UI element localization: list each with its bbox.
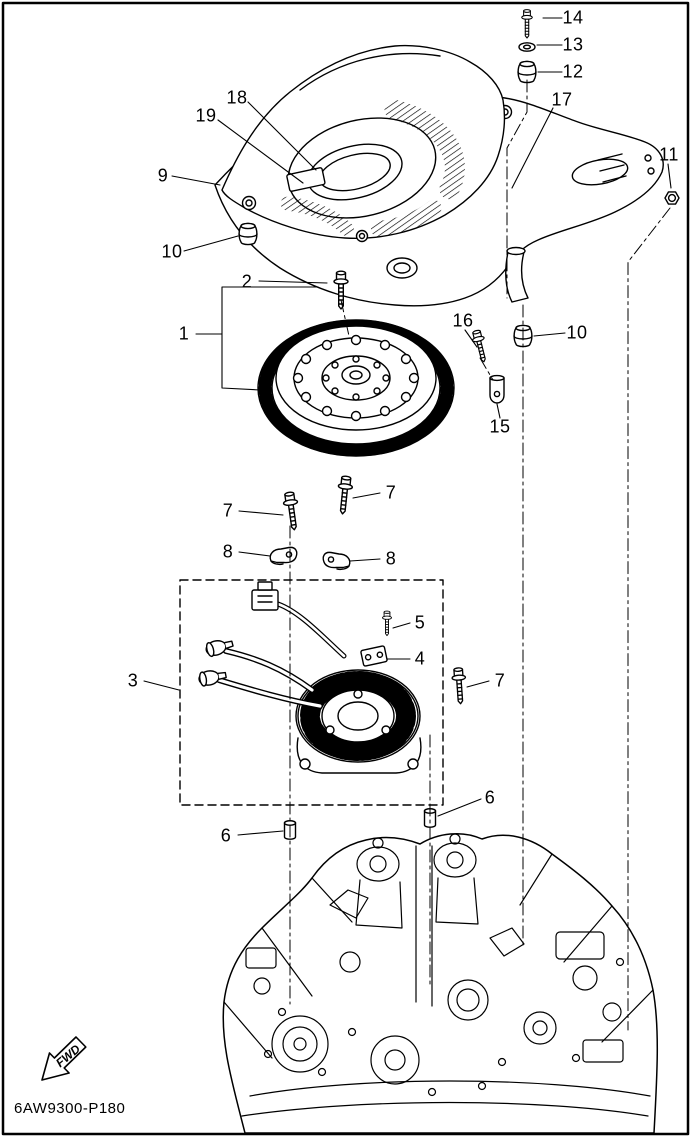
engine-block bbox=[222, 833, 659, 1134]
callout-16: 16 bbox=[452, 310, 474, 331]
louver-vents-left bbox=[280, 196, 354, 237]
clamp-8-right bbox=[322, 551, 351, 571]
callout-17: 17 bbox=[551, 89, 573, 110]
stator-group-box bbox=[179, 579, 444, 806]
louver-vents-bottom bbox=[371, 199, 442, 238]
bolt-5 bbox=[381, 610, 393, 637]
bolt-14 bbox=[521, 9, 533, 39]
leader-lines bbox=[143, 17, 672, 836]
callout-11: 11 bbox=[659, 144, 679, 165]
louver-vents-top bbox=[384, 99, 465, 200]
callout-10-left: 10 bbox=[161, 241, 183, 262]
nut-11 bbox=[664, 191, 680, 205]
coupler-connector bbox=[251, 589, 279, 611]
clamp-15 bbox=[489, 374, 505, 404]
callout-14: 14 bbox=[562, 7, 584, 28]
callout-8-right: 8 bbox=[385, 548, 397, 569]
callout-7-lower: 7 bbox=[494, 670, 506, 691]
callout-15: 15 bbox=[489, 416, 511, 437]
callout-18: 18 bbox=[226, 87, 248, 108]
callout-5: 5 bbox=[414, 612, 426, 633]
callout-12: 12 bbox=[562, 61, 584, 82]
grommet-12 bbox=[517, 60, 537, 84]
flywheel bbox=[257, 319, 455, 457]
stator-windings bbox=[300, 671, 416, 761]
bolt-7-lower bbox=[450, 666, 468, 705]
bolt-7-mid bbox=[334, 474, 355, 516]
callout-4: 4 bbox=[414, 648, 426, 669]
callout-1: 1 bbox=[178, 323, 190, 344]
cover-emblem bbox=[286, 167, 326, 192]
pickup-coil-4 bbox=[360, 645, 388, 667]
callout-19: 19 bbox=[195, 105, 217, 126]
flywheel-cover bbox=[221, 44, 506, 243]
stator-assembly bbox=[197, 581, 422, 774]
callout-3: 3 bbox=[127, 670, 139, 691]
grommet-10-left bbox=[238, 222, 258, 246]
callout-6-right: 6 bbox=[484, 787, 496, 808]
part-code: 6AW9300-P180 bbox=[14, 1100, 126, 1117]
callout-9: 9 bbox=[157, 165, 169, 186]
callout-7-left: 7 bbox=[222, 500, 234, 521]
callout-10-right: 10 bbox=[566, 322, 588, 343]
bolt-7-left bbox=[281, 490, 302, 532]
callout-8-left: 8 bbox=[222, 541, 234, 562]
callout-13: 13 bbox=[562, 34, 584, 55]
callout-6-left: 6 bbox=[220, 825, 232, 846]
fwd-arrow: FWD bbox=[41, 1036, 87, 1081]
callout-2: 2 bbox=[241, 271, 253, 292]
center-lines bbox=[289, 79, 671, 1031]
callout-7-mid: 7 bbox=[385, 482, 397, 503]
washer-13 bbox=[518, 42, 536, 52]
clamp-8-left bbox=[269, 546, 298, 566]
